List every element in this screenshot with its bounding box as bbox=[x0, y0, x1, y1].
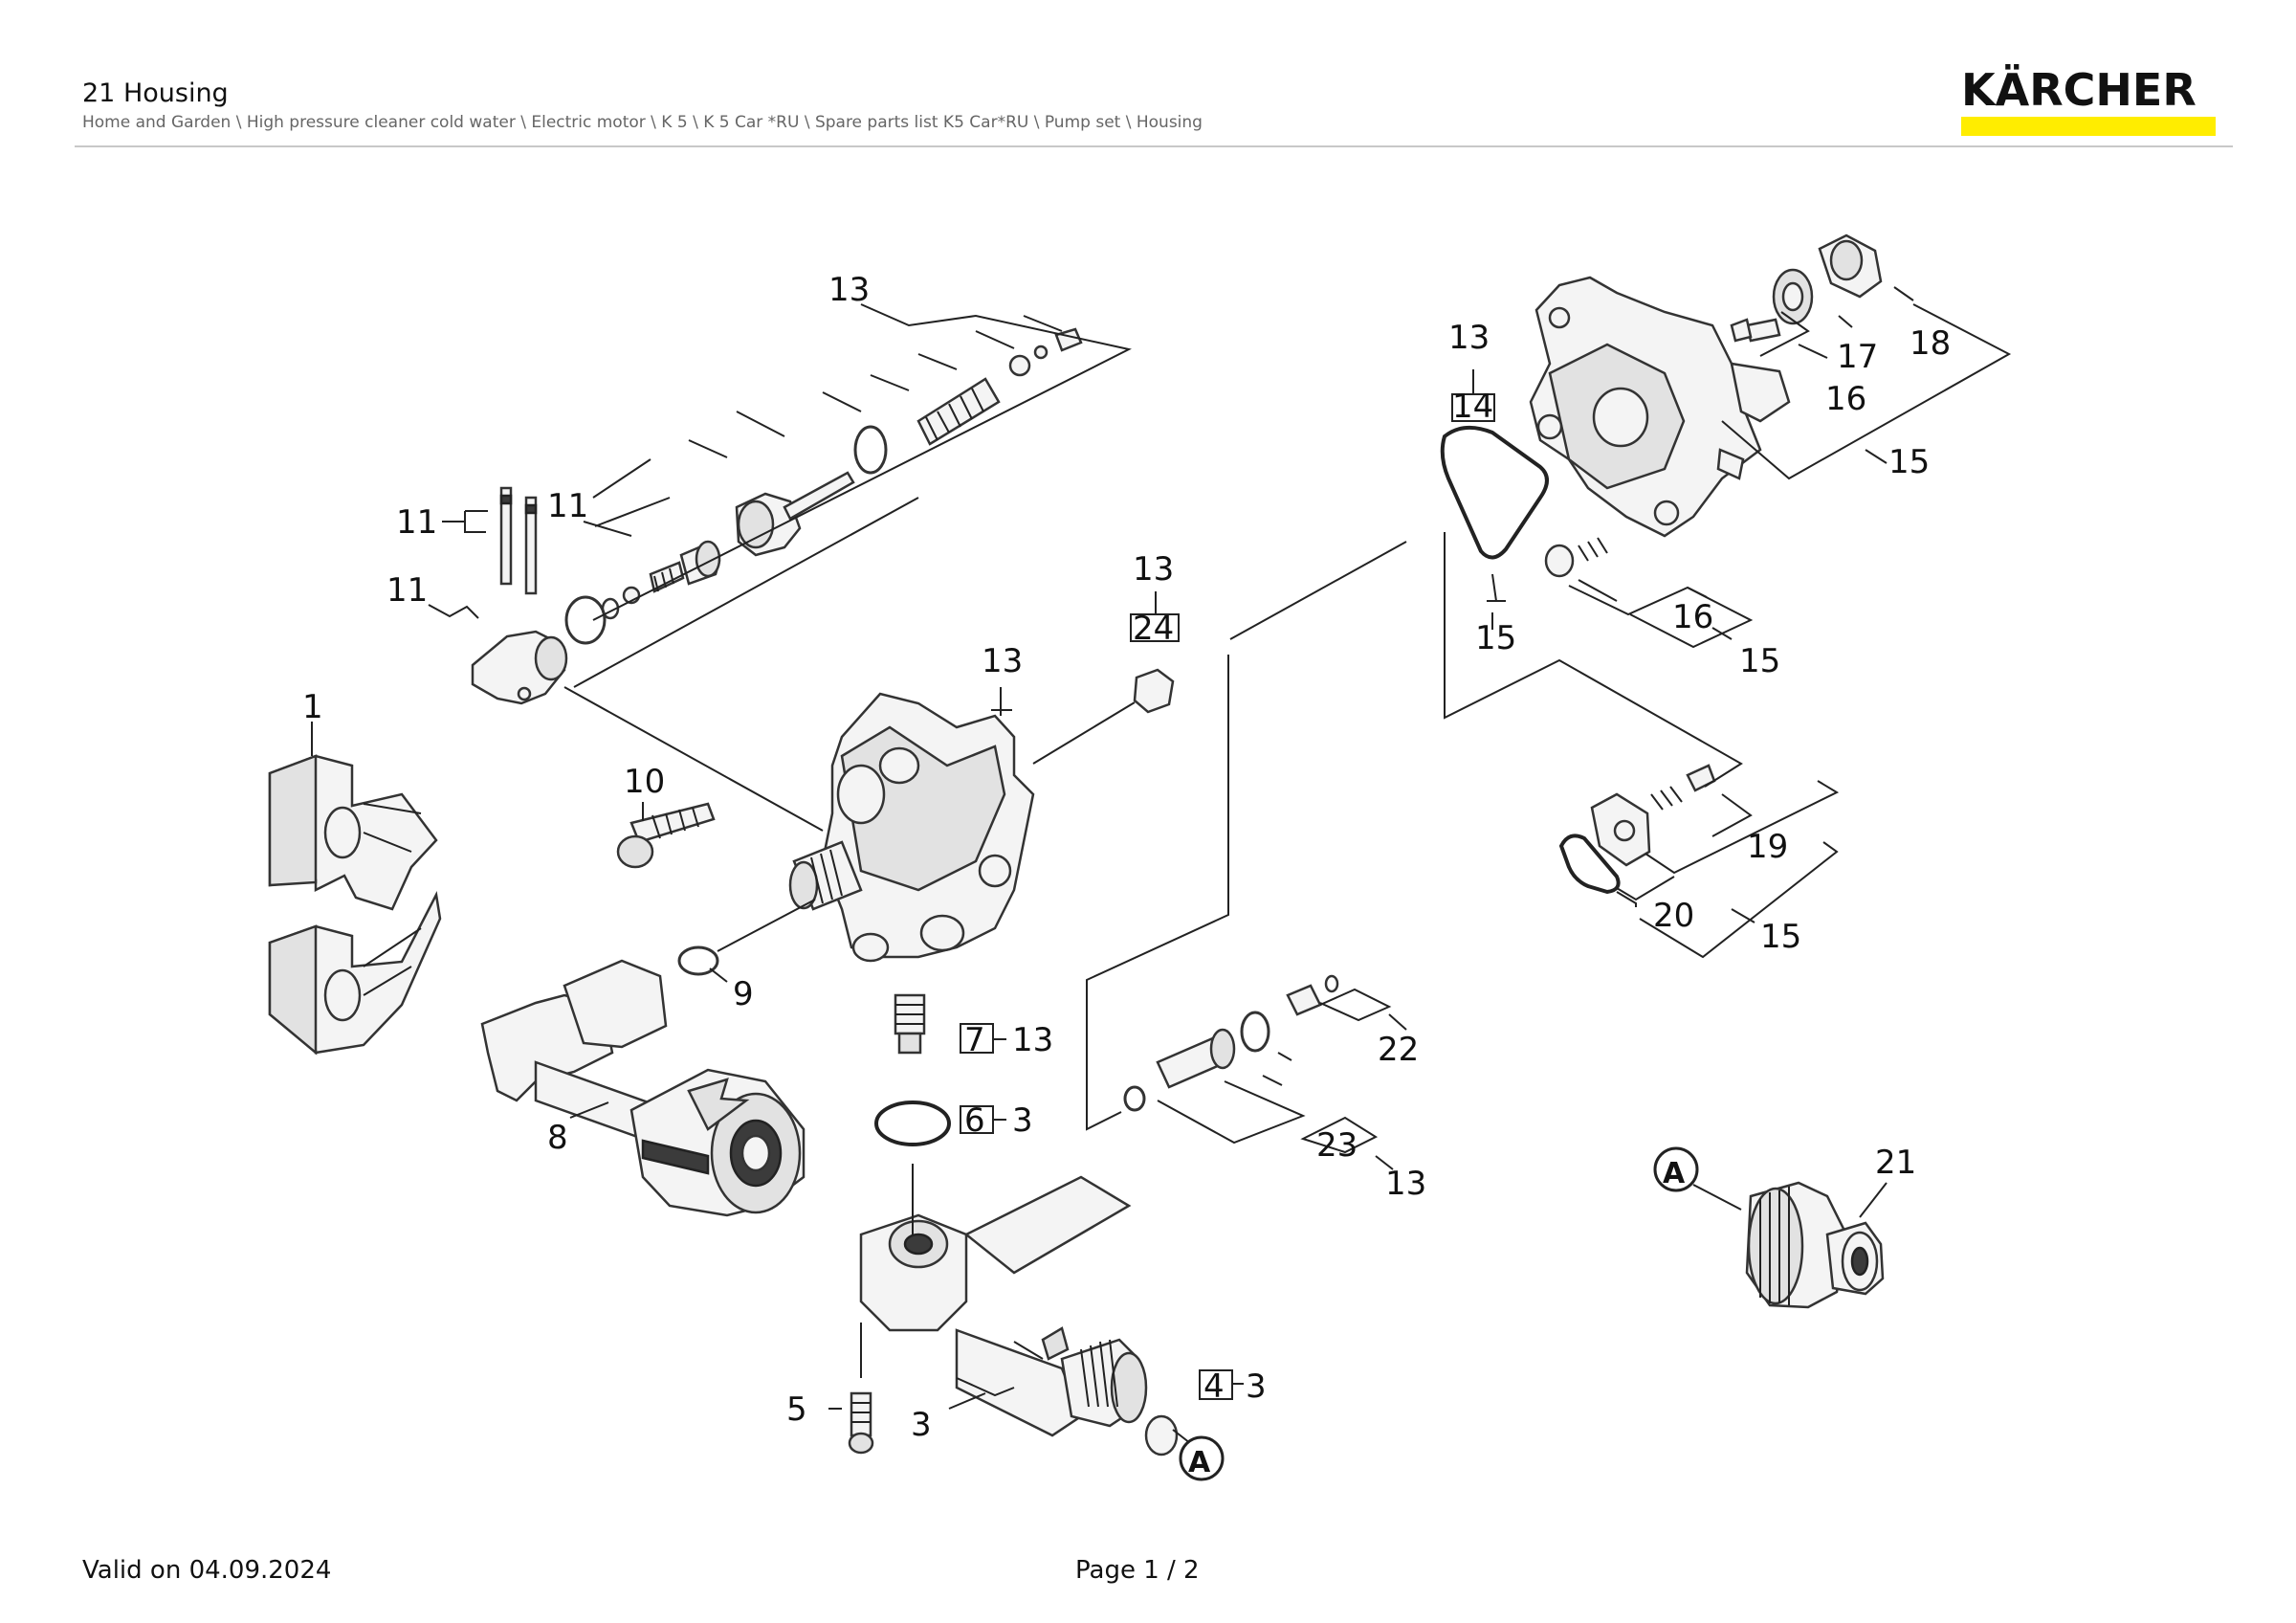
callout-8: 8 bbox=[547, 1119, 568, 1157]
callout-3: 3 bbox=[1246, 1367, 1267, 1406]
part-16-spring bbox=[1544, 537, 1608, 578]
page-title: 21 Housing bbox=[82, 78, 229, 108]
part-9-o-ring bbox=[677, 945, 719, 976]
callout-5: 5 bbox=[786, 1390, 807, 1429]
part-7-valve bbox=[894, 993, 926, 1055]
callout-21: 21 bbox=[1875, 1144, 1916, 1182]
callout-17: 17 bbox=[1837, 338, 1878, 376]
svg-text:A: A bbox=[1188, 1446, 1211, 1479]
breadcrumb: Home and Garden \ High pressure cleaner … bbox=[82, 113, 1203, 132]
pump-housing bbox=[788, 692, 1035, 963]
part-14-seal bbox=[1440, 425, 1549, 560]
callout-1: 1 bbox=[302, 688, 323, 726]
upper-chain-parts bbox=[564, 327, 1083, 645]
callout-13: 13 bbox=[1012, 1021, 1053, 1059]
callout-14: 14 bbox=[1452, 388, 1493, 426]
callout-11: 11 bbox=[396, 503, 437, 542]
header-divider bbox=[75, 145, 2233, 147]
parts-19-20 bbox=[1558, 764, 1716, 895]
logo-text: KÄRCHER bbox=[1961, 64, 2197, 116]
callout-4: 4 bbox=[1203, 1367, 1225, 1406]
callout-13: 13 bbox=[1133, 550, 1174, 589]
part-6-o-ring bbox=[874, 1101, 951, 1146]
parts-22-23 bbox=[1123, 974, 1339, 1112]
callout-15: 15 bbox=[1888, 443, 1930, 481]
callout-16: 16 bbox=[1825, 380, 1866, 418]
callout-15: 15 bbox=[1739, 642, 1780, 680]
svg-text:A: A bbox=[1663, 1157, 1686, 1190]
callout-13: 13 bbox=[1448, 319, 1490, 357]
footer-page-number: Page 1 / 2 bbox=[1075, 1556, 1200, 1585]
callout-7: 7 bbox=[964, 1021, 985, 1059]
callout-20: 20 bbox=[1653, 897, 1694, 935]
callout-11: 11 bbox=[547, 487, 588, 525]
callout-15: 15 bbox=[1760, 918, 1801, 956]
part-10-screw bbox=[616, 802, 716, 869]
callout-15: 15 bbox=[1475, 619, 1516, 657]
callout-19: 19 bbox=[1747, 828, 1788, 866]
callout-13: 13 bbox=[982, 642, 1023, 680]
callout-9: 9 bbox=[733, 975, 754, 1013]
callout-16: 16 bbox=[1672, 598, 1713, 636]
callout-22: 22 bbox=[1378, 1031, 1419, 1069]
footer-valid-date: Valid on 04.09.2024 bbox=[82, 1556, 332, 1585]
callout-labels: 13 11 11 11 1 10 13 13 24 9 8 7 13 6 3 4… bbox=[302, 271, 1951, 1444]
callout-3: 3 bbox=[1012, 1101, 1033, 1140]
callout-18: 18 bbox=[1910, 324, 1951, 363]
callout-13: 13 bbox=[828, 271, 870, 309]
callout-11: 11 bbox=[386, 571, 428, 610]
leader-lines bbox=[311, 286, 2012, 1444]
part-24 bbox=[1133, 668, 1175, 714]
callout-6: 6 bbox=[964, 1101, 985, 1140]
karcher-logo: KÄRCHER bbox=[1961, 63, 2218, 136]
callout-23: 23 bbox=[1316, 1126, 1358, 1165]
callout-10: 10 bbox=[624, 763, 665, 801]
lower-manifold bbox=[848, 1175, 1179, 1456]
callout-13: 13 bbox=[1385, 1165, 1426, 1203]
reference-marker-a: A bbox=[1179, 1435, 1225, 1481]
callout-24: 24 bbox=[1133, 610, 1174, 648]
part-8-coupling bbox=[480, 959, 806, 1217]
callout-3: 3 bbox=[911, 1406, 932, 1444]
part-1-bracket bbox=[268, 754, 442, 1056]
reference-marker-a: A bbox=[1653, 1146, 1699, 1192]
part-11-valve-block bbox=[471, 486, 568, 705]
logo-yellow-bar bbox=[1961, 117, 2216, 136]
right-housing bbox=[1529, 233, 1883, 538]
part-21-coupling bbox=[1745, 1181, 1885, 1309]
